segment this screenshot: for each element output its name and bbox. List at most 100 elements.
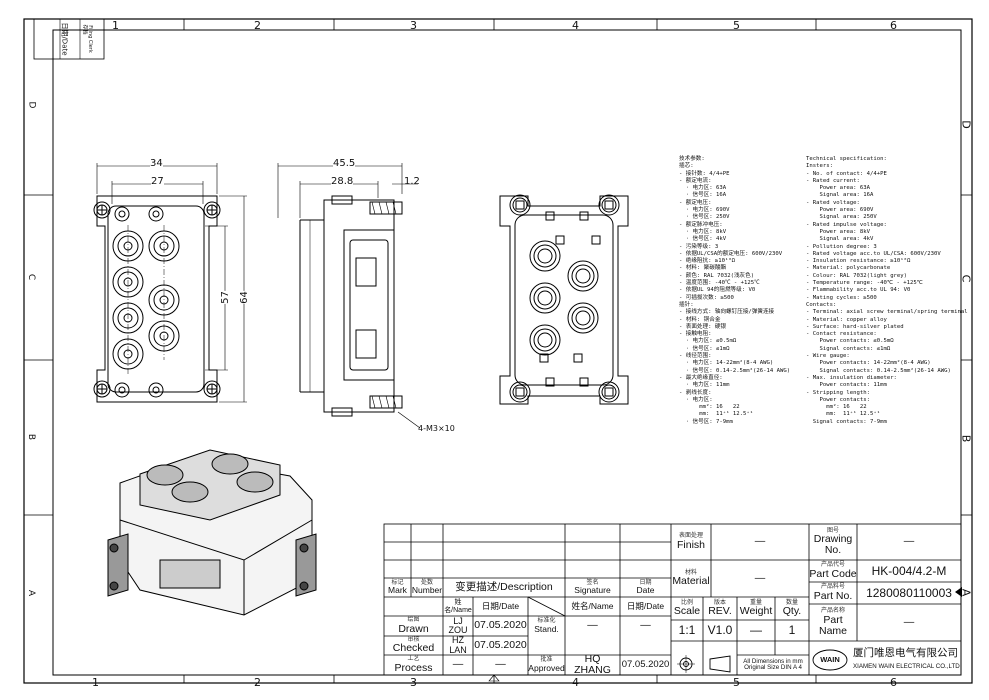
spec-line: - 依据UL/CSA的额定电压: 600V/230V xyxy=(679,250,783,257)
title-block xyxy=(383,523,962,676)
spec-line: - 接触电阻: xyxy=(679,331,712,338)
spec-line: Signal area: 16A xyxy=(806,192,874,199)
appr-approved-en: Approved xyxy=(528,662,565,673)
appr-drawn-en: Drawn xyxy=(398,622,429,635)
id-part-no-cn: 产品料号 xyxy=(820,584,845,591)
appr-stand-label: 标准化 Stand. xyxy=(528,616,565,636)
spec-line: - 温度范围: -40℃ - +125℃ xyxy=(679,280,760,287)
spec-line: - 材料: 聚碳酸酯 xyxy=(679,265,727,272)
spec-line: - Temperature range: -40℃ - +125℃ xyxy=(806,280,923,287)
spec-line: - Material: polycarbonate xyxy=(806,265,891,272)
rev-h-mark: 标记 Mark xyxy=(384,578,411,597)
prop-qty-value: 1 xyxy=(788,623,796,638)
prop-qty-en: Qty. xyxy=(782,605,802,618)
appr-h-date: 日期/Date xyxy=(481,601,520,612)
prop-rev-cn: 版本 xyxy=(713,599,726,606)
spec-line: - 额定脉冲电压: xyxy=(679,221,723,228)
appr-checked-label: 审核 Checked xyxy=(384,636,443,655)
appr-approved-date: 07.05.2020 xyxy=(621,659,670,671)
spec-line: - 剥线长度: xyxy=(679,389,712,396)
spec-line: - Material: copper alloy xyxy=(806,316,887,323)
prop-material-en: Material xyxy=(672,575,710,588)
id-part-code-en: Part Code xyxy=(809,567,857,580)
zone-top-3: 3 xyxy=(410,19,417,32)
spec-line: - 依据UL 94的阻燃等级: V0 xyxy=(679,287,756,294)
id-part-no-en: Part No. xyxy=(813,589,853,602)
appr-process-label: 工艺 Process xyxy=(384,655,443,675)
spec-line: Power area: 690V xyxy=(806,207,874,214)
spec-line: - 表面处理: 硬银 xyxy=(679,323,727,330)
id-part-name-en: Part Name xyxy=(818,613,847,637)
appr-checked-date: 07.05.2020 xyxy=(474,638,527,651)
appr-drawn-label: 绘图 Drawn xyxy=(384,616,443,636)
id-part-no-label: 产品料号 Part No. xyxy=(809,582,857,604)
rear-view xyxy=(499,194,629,405)
spec-line: - Contact resistance: xyxy=(806,331,877,338)
spec-line: 插芯: xyxy=(679,163,694,170)
spec-line: - Wire gauge: xyxy=(806,353,850,360)
id-part-name-label: 产品名称 Part Name xyxy=(809,604,857,641)
prop-notes: All Dimensions in mm Original Size DIN A… xyxy=(737,655,809,675)
spec-line: - Flammability acc.to UL 94: V0 xyxy=(806,287,911,294)
appr-h-name2: 姓名/Name xyxy=(571,601,614,612)
id-drawing-no-label: 图号 Drawing No. xyxy=(809,524,857,560)
appr-process-name: — xyxy=(452,658,464,671)
rev-h-mark-cn: 标记 xyxy=(391,579,404,586)
spec-line: - 接针数: 4/4+PE xyxy=(679,170,730,177)
prop-scale-label: 比例 Scale xyxy=(671,597,703,620)
dim-28-8: 28.8 xyxy=(331,176,354,187)
appr-approved-cn: 批准 xyxy=(540,657,553,664)
spec-line: - 污染等级: 3 xyxy=(679,243,719,250)
dim-27: 27 xyxy=(151,176,164,187)
spec-line: - No. of contact: 4/4+PE xyxy=(806,170,887,177)
spec-line: · 信号区: ≤1mΩ xyxy=(679,345,730,352)
appr-h-date2: 日期/Date xyxy=(626,601,665,612)
prop-rev-en: REV. xyxy=(708,605,732,618)
spec-line: Power area: 8kV xyxy=(806,228,870,235)
spec-chinese: 技术参数:插芯:- 接针数: 4/4+PE- 额定电流: · 电力区: 63A … xyxy=(679,156,790,426)
spec-line: 插针: xyxy=(679,301,694,308)
zone-side-d: D xyxy=(959,120,973,129)
rev-h-number-en: Number xyxy=(411,585,443,596)
prop-rev-value: V1.0 xyxy=(707,623,733,638)
zone-bottom-6: 6 xyxy=(890,676,897,689)
spec-line: · 信号区: 250V xyxy=(679,214,730,221)
spec-line: - 可插拔次数: ≥500 xyxy=(679,294,734,301)
spec-line: - Rated voltage acc.to UL/CSA: 600V/230V xyxy=(806,250,941,257)
zone-bottom-2: 2 xyxy=(254,676,261,689)
front-view xyxy=(93,163,247,403)
dim-screw: 4-M3×10 xyxy=(418,424,455,433)
spec-line: - Mating cycles: ≥500 xyxy=(806,294,877,301)
appr-stand-name: — xyxy=(587,619,598,632)
filing-date-label: 日期/Date xyxy=(60,22,69,56)
spec-line: mm²: 16 22 xyxy=(679,404,740,411)
spec-line: · 电力区: ≤0.5mΩ xyxy=(679,338,737,345)
spec-line: Power contacts: 14-22mm²(8-4 AWG) xyxy=(806,360,931,367)
id-drawing-no-en: Drawing No. xyxy=(813,533,853,557)
spec-line: · 电力区: xyxy=(679,396,713,403)
appr-h-name: 姓名/Name xyxy=(444,599,472,614)
spec-line: - 绝缘阻抗: ≥10¹⁰Ω xyxy=(679,258,736,265)
prop-qty-label: 数量 Qty. xyxy=(775,597,809,620)
company-logo xyxy=(812,649,848,671)
zone-top-2: 2 xyxy=(254,19,261,32)
prop-scale-cn: 比例 xyxy=(680,599,693,606)
appr-process-cn: 工艺 xyxy=(407,656,420,663)
spec-line: Technical specification: xyxy=(806,156,887,162)
appr-checked-cn: 审核 xyxy=(407,636,420,643)
spec-line: - Max. insulation diameter: xyxy=(806,374,897,381)
spec-line: · 电力区: 8kV xyxy=(679,228,727,235)
zone-bottom-3: 3 xyxy=(410,676,417,689)
spec-line: Power contacts: 11mm xyxy=(806,382,887,389)
appr-stand-en: Stand. xyxy=(534,623,559,634)
prop-material-label: 材料 Material xyxy=(671,560,711,597)
rev-h-desc: 变更描述/Description xyxy=(455,580,553,593)
id-part-code-cn: 产品代号 xyxy=(820,562,845,569)
prop-finish-cn: 表面处理 xyxy=(678,533,703,540)
dim-57: 57 xyxy=(219,291,231,304)
spec-line: · 电力区: 63A xyxy=(679,185,727,192)
prop-weight-cn: 重量 xyxy=(749,599,762,606)
zone-top-6: 6 xyxy=(890,19,897,32)
spec-line: Signal contacts: 0.14-2.5mm²(26-14 AWG) xyxy=(806,367,951,374)
